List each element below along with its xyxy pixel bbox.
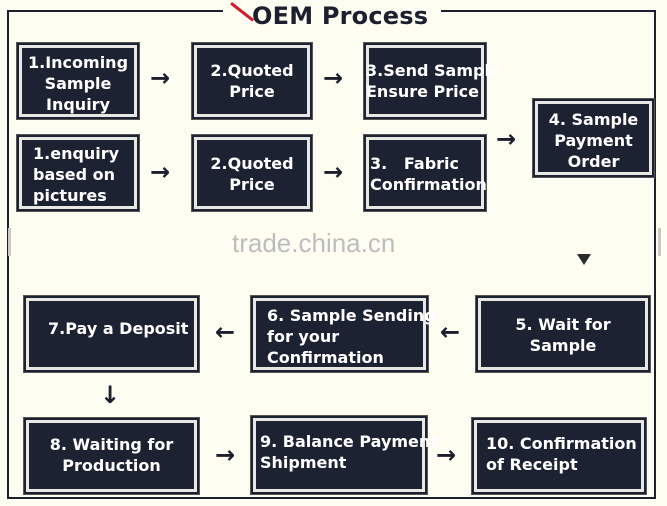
arrow-right-icon: → <box>323 64 344 92</box>
divider-mark <box>8 228 11 256</box>
arrow-right-icon: → <box>215 441 236 469</box>
step-send-sample: 3.Send Sample Ensure Price <box>363 42 501 120</box>
arrow-right-icon: → <box>150 64 171 92</box>
step-incoming-sample-inquiry: 1.Incoming Sample Inquiry <box>16 42 140 120</box>
step-balance-payment: 9. Balance Payment Shipment <box>250 415 438 495</box>
step-quoted-price-1: 2.Quoted Price <box>191 42 313 120</box>
triangle-down-icon <box>577 254 591 265</box>
arrow-right-icon: → <box>436 441 457 469</box>
arrow-right-icon: → <box>323 158 344 186</box>
arrow-right-icon: → <box>150 158 171 186</box>
step-label: 5. Wait for Sample <box>515 315 611 355</box>
step-label: 3.Send Sample Ensure Price <box>366 61 501 101</box>
step-label: 2.Quoted Price <box>210 61 294 101</box>
step-label: 1.Incoming Sample Inquiry <box>27 53 129 114</box>
step-sample-payment-order: 4. Sample Payment Order <box>532 98 655 178</box>
arrow-right-icon: → <box>496 125 517 153</box>
step-label: 4. Sample Payment Order <box>548 110 639 171</box>
step-label: 9. Balance Payment Shipment <box>260 432 438 472</box>
arrow-down-icon: ↓ <box>100 381 121 409</box>
step-label: 6. Sample Sending for your Confirmation <box>267 306 436 367</box>
step-pay-deposit: 7.Pay a Deposit <box>23 295 200 373</box>
step-confirmation-receipt: 10. Confirmation of Receipt <box>471 417 647 495</box>
step-label: 8. Waiting for Production <box>49 435 174 475</box>
step-label: 2.Quoted Price <box>210 154 294 194</box>
step-sample-sending: 6. Sample Sending for your Confirmation <box>250 295 436 373</box>
title-background <box>223 0 441 28</box>
arrow-left-icon: ← <box>215 318 236 346</box>
step-waiting-production: 8. Waiting for Production <box>23 417 200 495</box>
watermark: trade.china.cn <box>232 228 396 258</box>
step-label: 3. Fabric Confirmation <box>370 154 487 194</box>
diagram-title: OEM Process <box>252 2 429 30</box>
step-fabric-confirmation: 3. Fabric Confirmation <box>363 134 487 212</box>
step-label: 1.enquiry based on pictures <box>33 144 120 205</box>
arrow-left-icon: ← <box>440 318 461 346</box>
step-quoted-price-2: 2.Quoted Price <box>191 134 313 212</box>
step-label: 10. Confirmation of Receipt <box>486 434 637 474</box>
divider-mark <box>658 228 661 256</box>
step-wait-for-sample: 5. Wait for Sample <box>475 295 651 373</box>
step-label: 7.Pay a Deposit <box>48 319 189 338</box>
step-enquiry-pictures: 1.enquiry based on pictures <box>16 134 140 212</box>
